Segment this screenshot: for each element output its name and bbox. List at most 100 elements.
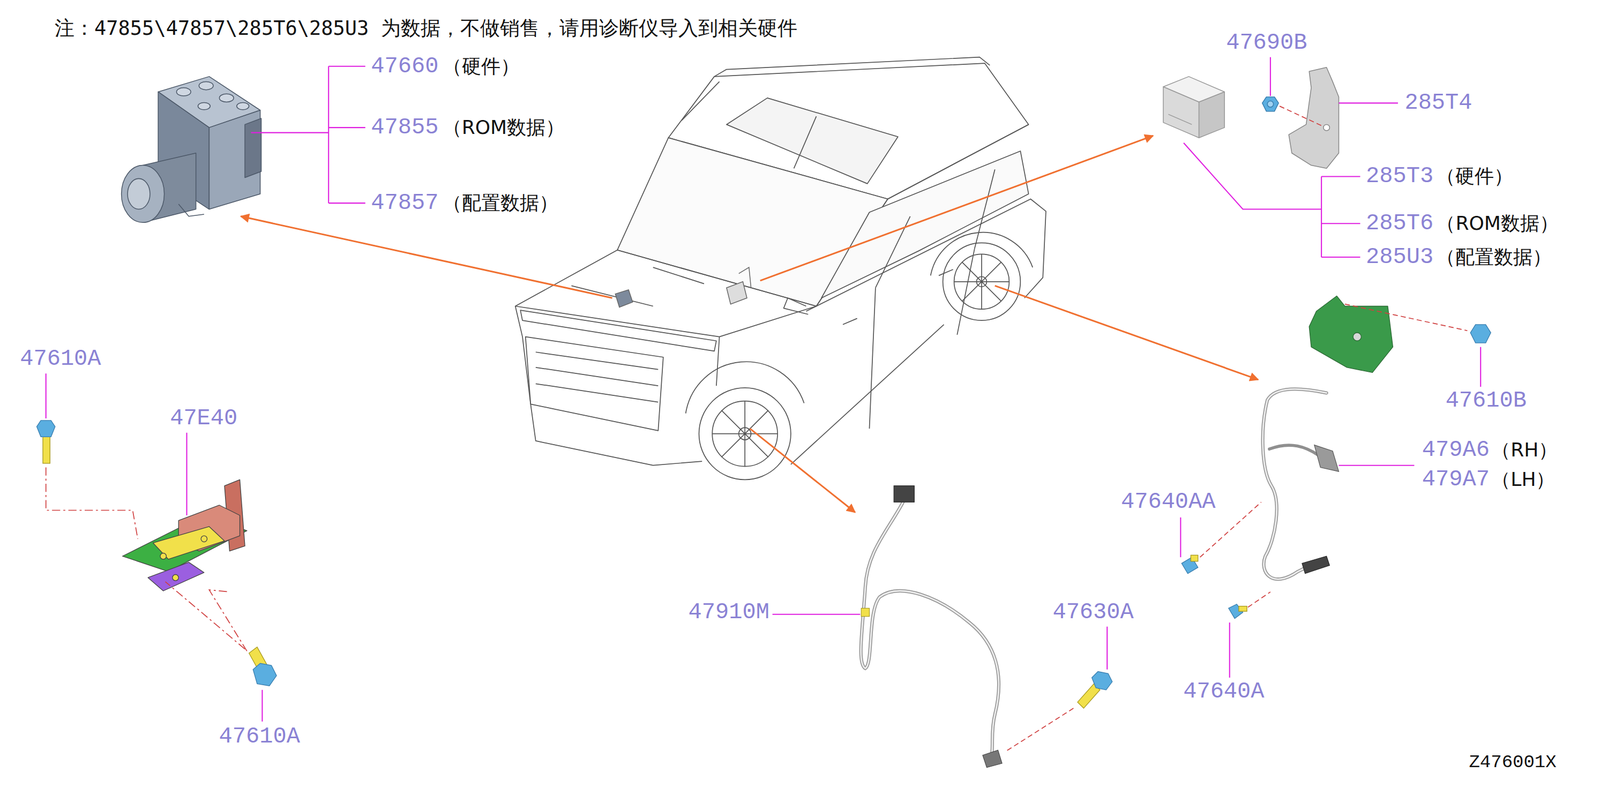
- part-number: 47610B: [1444, 387, 1529, 414]
- actuator-bracket: [200, 535, 207, 542]
- pointer-arrow: [750, 428, 856, 513]
- vehicle-outline: [954, 253, 1010, 310]
- annotation: （ROM数据）: [440, 116, 567, 139]
- leader-line: [1479, 347, 1482, 387]
- control-unit: [1199, 91, 1225, 138]
- leader-line: [772, 614, 861, 616]
- control-unit: [1168, 114, 1192, 125]
- control-unit: [1163, 76, 1225, 138]
- actuator-bracket: [172, 574, 179, 581]
- actuator-bracket: [160, 553, 167, 560]
- assembly-line: [46, 467, 248, 652]
- assembly-line: [208, 589, 247, 652]
- wheel-speed-sensor: [1269, 445, 1319, 456]
- part-number: 47660: [369, 53, 440, 80]
- part-number: 285T3: [1364, 163, 1435, 190]
- annotation: （硬件）: [1434, 165, 1515, 188]
- vehicle-outline: [712, 401, 778, 467]
- annotation: （硬件）: [440, 55, 522, 78]
- abs-actuator: [197, 102, 211, 110]
- vehicle-outline: [954, 253, 1010, 310]
- wheel-speed-sensor: [982, 750, 1003, 768]
- nut: [1262, 96, 1279, 112]
- part-number: 285T4: [1402, 90, 1474, 116]
- vehicle-outline: [681, 57, 990, 121]
- vehicle-outline: [525, 337, 664, 431]
- leader-line: [1106, 626, 1108, 670]
- vehicle-location-marks: [615, 267, 751, 308]
- bolt: [36, 420, 56, 437]
- pointer-arrow: [240, 135, 1259, 513]
- note: 注：47855\47857\285T6\285U3 为数据，不做销售，请用诊断仪…: [53, 17, 799, 41]
- mounting-bracket: [1288, 67, 1339, 169]
- actuator-bracket: [153, 526, 225, 560]
- abs-actuator: [244, 118, 261, 178]
- abs-actuator: [176, 87, 191, 96]
- wheel-speed-sensor: [861, 486, 1003, 768]
- clip: [1470, 324, 1491, 343]
- vehicle-outline: [712, 401, 778, 467]
- leader-line: [46, 373, 263, 722]
- assembly-line: [1006, 708, 1074, 752]
- leader-line: [1229, 622, 1231, 678]
- bolt: [252, 663, 277, 686]
- leader-line: [250, 66, 365, 204]
- leader-line: [1183, 143, 1360, 258]
- part-number: 479A7: [1420, 466, 1492, 493]
- vehicle-outline: [943, 242, 1021, 321]
- clip: [1181, 555, 1247, 619]
- leader-line: [1338, 465, 1415, 467]
- abs-actuator: [219, 93, 234, 102]
- wheel-speed-sensor: [893, 486, 915, 503]
- vehicle-outline: [783, 297, 809, 314]
- wheel-speed-sensor: [861, 502, 999, 761]
- part-number: 47610A: [217, 723, 302, 750]
- wheel-speed-sensor: [861, 502, 999, 761]
- leader-line: [1269, 57, 1271, 96]
- figure-number: Z476001X: [1467, 752, 1558, 774]
- wheel-speed-sensor: [1262, 389, 1327, 580]
- clip: [1190, 555, 1198, 562]
- assembly-line: [1247, 592, 1271, 608]
- part-number: 47610A: [18, 346, 103, 372]
- sensor-bracket: [1309, 295, 1393, 373]
- vehicle-outline: [821, 151, 1029, 298]
- part-number: 479A6: [1420, 437, 1492, 463]
- abs-actuator: [121, 165, 165, 223]
- wheel-speed-sensor: [1302, 556, 1330, 574]
- leader-line: [250, 66, 365, 204]
- vehicle-outline: [716, 337, 720, 386]
- vehicle-outline: [869, 249, 975, 429]
- assembly-line: [1279, 106, 1324, 127]
- part-number: 47857: [369, 190, 440, 216]
- mounting-bracket: [1323, 124, 1330, 131]
- part-number: 47910M: [686, 599, 772, 625]
- bolt: [42, 436, 50, 464]
- mounting-bracket: [1288, 67, 1339, 169]
- leader-line: [261, 690, 263, 722]
- annotation: （配置数据）: [1434, 245, 1554, 268]
- leader-line: [1180, 347, 1481, 678]
- assembly-line: [1279, 106, 1324, 127]
- control-unit: [1163, 86, 1200, 138]
- vehicle-outline: [571, 267, 705, 306]
- actuator-bracket: [147, 562, 205, 592]
- abs-actuator: [121, 76, 262, 223]
- vehicle-outline: [698, 387, 791, 480]
- leader-line: [185, 432, 188, 516]
- leader-line: [45, 373, 47, 419]
- bolt: [1077, 671, 1113, 709]
- vehicle-outline: [515, 306, 702, 466]
- leader-line: [1179, 517, 1181, 558]
- vehicle-outline: [520, 310, 717, 351]
- assembly-line: [1344, 304, 1468, 332]
- wheel-speed-sensor: [1262, 389, 1340, 580]
- abs-actuator: [127, 178, 151, 209]
- assembly-line: [46, 467, 138, 539]
- vehicle-outline: [875, 169, 996, 288]
- assembly-line: [165, 581, 246, 650]
- vehicle-location-marks: [738, 267, 752, 288]
- pointer-arrow: [760, 135, 1154, 281]
- vehicle-outline: [515, 57, 1046, 481]
- nut: [1262, 96, 1279, 112]
